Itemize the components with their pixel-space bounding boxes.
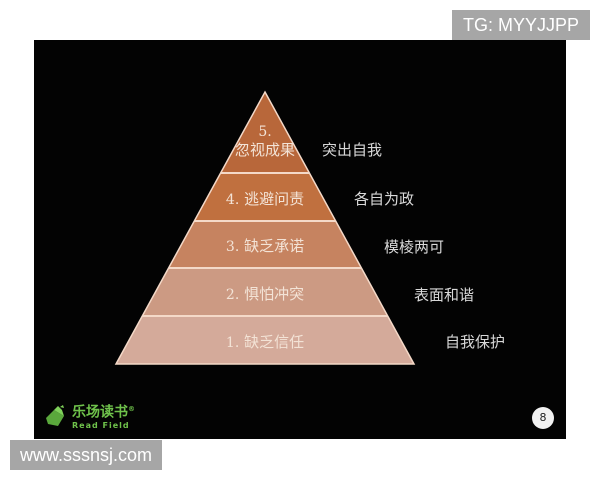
pyramid-level-1	[116, 316, 414, 364]
read-field-logo: 乐场读书® Read Field	[44, 402, 135, 431]
level-1-label: 1. 缺乏信任	[225, 333, 305, 351]
book-leaf-icon	[46, 405, 64, 427]
pyramid-level-2	[142, 268, 388, 316]
pyramid-level-4	[194, 173, 336, 221]
level-5-side-label: 突出自我	[322, 141, 383, 159]
level-3-side-label: 模棱两可	[384, 238, 445, 256]
level-1-side-label: 自我保护	[445, 333, 506, 351]
level-4-side-label: 各自为政	[354, 190, 415, 208]
registered-mark: ®	[128, 405, 135, 413]
watermark-tg: TG: MYYJJPP	[452, 10, 590, 40]
pyramid-diagram	[114, 90, 416, 365]
logo-english-text: Read Field	[72, 420, 130, 430]
watermark-url: www.sssnsj.com	[10, 440, 162, 470]
slide: 5. 忽视成果 4. 逃避问责 3. 缺乏承诺 2. 惧怕冲突 1. 缺乏信任 …	[34, 40, 566, 439]
pyramid-outline	[114, 90, 416, 365]
level-2-label: 2. 惧怕冲突	[225, 285, 305, 303]
level-5-label: 5. 忽视成果	[234, 124, 296, 159]
pyramid-level-3	[169, 221, 361, 268]
level-4-label: 4. 逃避问责	[225, 190, 305, 208]
level-3-label: 3. 缺乏承诺	[225, 237, 305, 255]
page-number-badge: 8	[532, 407, 554, 429]
logo-chinese-text: 乐场读书	[72, 404, 128, 421]
pyramid-level-5	[220, 92, 310, 173]
level-2-side-label: 表面和谐	[414, 286, 475, 304]
